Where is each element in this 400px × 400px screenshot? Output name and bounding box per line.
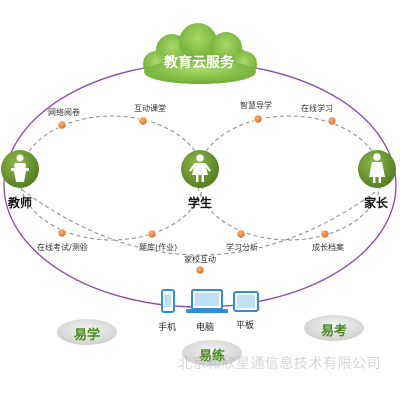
computer-label: 电脑: [196, 323, 215, 333]
label-growth-record: 成长档案: [312, 243, 344, 252]
label-interactive-class: 互动课堂: [134, 104, 166, 113]
teacher-label: 教师: [8, 196, 33, 210]
label-online-exam: 在线考试/测验: [37, 243, 88, 252]
cloud-title: 教育云服务: [164, 55, 234, 71]
label-question-bank: 题库(作业): [139, 243, 178, 252]
teacher-student-loop: [19, 115, 205, 241]
link-dots: [57, 114, 337, 275]
teacher-icon: [11, 154, 29, 182]
computer-icon: [186, 289, 228, 313]
easy-practice-pill: [182, 340, 242, 366]
company-watermark: 北京和欣星通信息技术有限公司: [178, 356, 381, 372]
cloud-shape: [143, 23, 257, 84]
phone-icon: [161, 289, 175, 313]
tablet-icon: [233, 291, 259, 312]
label-study-analysis: 学习分析: [226, 243, 258, 252]
label-online-study: 在线学习: [301, 104, 333, 113]
tablet-label: 平板: [236, 321, 255, 331]
label-grading: 网络阅卷: [48, 108, 80, 117]
teacher-parent-arc: [21, 189, 379, 256]
easy-exam-text: 易考: [320, 324, 347, 339]
easy-exam-pill: [304, 315, 364, 341]
parent-label: 家长: [364, 196, 389, 210]
label-home-school: 家校互动: [184, 255, 216, 264]
student-label: 学生: [188, 196, 213, 210]
easy-practice-text: 易练: [198, 349, 225, 364]
parent-icon: [369, 153, 385, 183]
easy-learn-pill: [57, 319, 117, 345]
easy-learn-text: 易学: [73, 328, 100, 343]
student-parent-loop: [196, 115, 382, 241]
student-icon: [189, 154, 211, 182]
phone-label: 手机: [158, 323, 177, 333]
label-smart-guide: 智慧导学: [240, 101, 272, 110]
